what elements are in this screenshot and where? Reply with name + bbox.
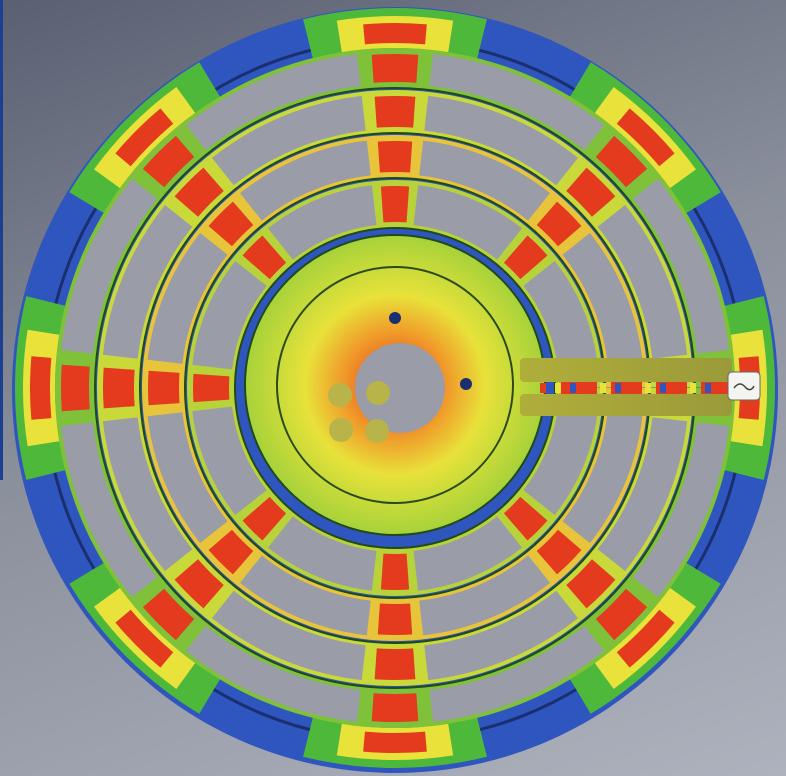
ring-slot (523, 406, 598, 515)
mount-hole (329, 418, 353, 442)
ring-slot (424, 95, 579, 186)
arm-mark (690, 383, 696, 393)
ring-bridge (595, 588, 648, 641)
arm-mark (585, 383, 591, 393)
radial-arm-marks (540, 383, 711, 393)
mount-hole (328, 383, 352, 407)
arm-mark (555, 383, 561, 393)
ring-bridge (380, 186, 410, 223)
ring-slot (597, 204, 688, 359)
arm-mark (570, 383, 576, 393)
arm-mark (630, 383, 636, 393)
ring-bridge (503, 496, 548, 541)
ring-slot (239, 555, 371, 636)
pin (460, 378, 472, 390)
ring-bridge (142, 588, 195, 641)
ring-slot (632, 178, 729, 354)
ring-bridge (61, 364, 90, 412)
ring-slot (147, 412, 228, 544)
ring-slot (102, 417, 193, 572)
ring-slot (268, 516, 377, 591)
ring-bridge (374, 95, 416, 128)
pin (389, 312, 401, 324)
arm-mark (600, 383, 606, 393)
radial-arm-upper (520, 358, 732, 382)
ring-bridge (208, 201, 254, 247)
ring-bridge (174, 559, 224, 609)
ring-bridge (380, 553, 410, 590)
arm-mark (615, 383, 621, 393)
ring-bridge (142, 135, 195, 188)
ring-bridge (208, 529, 254, 575)
center-hole (355, 343, 445, 433)
ring-slot (211, 95, 366, 186)
ring-slot (61, 422, 158, 598)
ring-slot (523, 261, 598, 370)
ring-bridge (147, 370, 180, 406)
ring-slot (413, 185, 522, 260)
radial-arm-lower (520, 394, 732, 416)
ring-slot (102, 204, 193, 359)
ring-slot (562, 412, 643, 544)
ring-bridge (103, 367, 135, 409)
outer-hotspots (14, 7, 776, 769)
ring-bridge (536, 201, 582, 247)
ring-bridge (371, 53, 419, 83)
ring-slot (192, 261, 267, 370)
ring-slot (239, 140, 371, 221)
ring-slot (192, 406, 267, 515)
ring-bridge (242, 496, 287, 541)
arm-mark (675, 383, 681, 393)
ring-bridge (242, 235, 287, 280)
arm-mark (705, 383, 711, 393)
ring-slot (562, 232, 643, 364)
connector-pad-mark (733, 383, 755, 391)
ring-bridge (566, 559, 616, 609)
ring-slot (419, 555, 551, 636)
ring-bridge (371, 693, 419, 722)
outer-hotspot-red (29, 356, 52, 420)
ring-slot (147, 232, 228, 364)
ring-slot (268, 185, 377, 260)
outer-hotspot-red (616, 609, 675, 668)
ring-slot (413, 516, 522, 591)
outer-hotspot-red (363, 731, 427, 753)
ring-slot (429, 625, 605, 722)
ring-bridge (536, 529, 582, 575)
outer-hotspot-red (115, 108, 174, 167)
arm-mark (660, 383, 666, 393)
ring-bridge (377, 603, 413, 635)
inner-disc-ring (276, 266, 514, 504)
ring-slot (211, 590, 366, 681)
mount-hole (366, 381, 390, 405)
arm-mark (540, 383, 546, 393)
ring-bridge (595, 135, 648, 188)
arm-mark (645, 383, 651, 393)
outer-hotspot-red (616, 108, 675, 167)
ring-slot (185, 625, 361, 722)
outer-hotspot-red (115, 609, 174, 668)
ring-bridge (374, 648, 416, 680)
ring-bridge (377, 140, 413, 173)
ring-bridge (174, 167, 224, 217)
ring-bridge (503, 235, 548, 280)
ring-bridge (566, 167, 616, 217)
ring-slot (632, 422, 729, 598)
ring-slot (429, 54, 605, 151)
mount-hole (365, 419, 389, 443)
ring-slot (61, 178, 158, 354)
ring-bridge (192, 373, 230, 403)
ring-slot (419, 140, 551, 221)
outer-hotspot-red (363, 22, 427, 45)
ring-slot (597, 417, 688, 572)
ring-slot (185, 54, 361, 151)
ring-slot (424, 590, 579, 681)
left-edge-strip (0, 0, 3, 480)
